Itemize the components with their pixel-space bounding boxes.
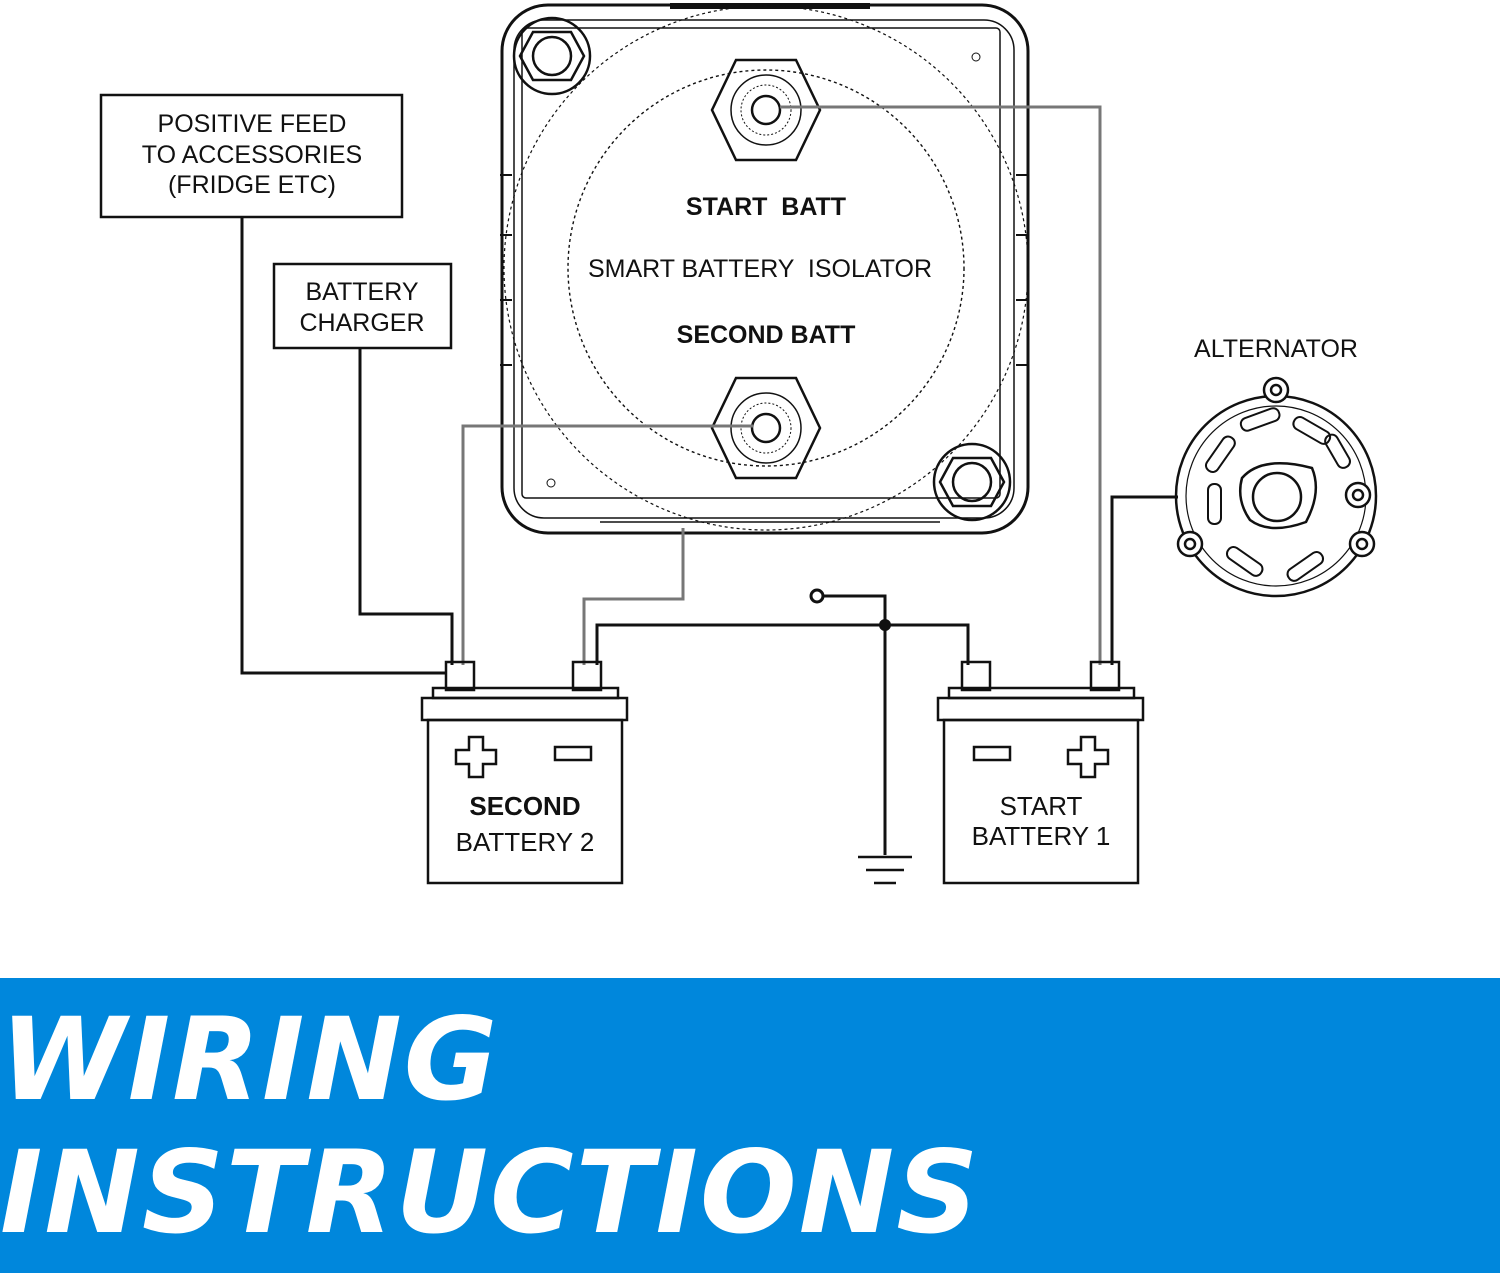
wiring-diagram: START BATT SMART BATTERY ISOLATOR SECOND… <box>99 3 1378 885</box>
isolator-corner-stud-bottom <box>932 442 1012 522</box>
plus-icon <box>1066 735 1110 779</box>
isolator-start-batt-label: START BATT <box>686 193 846 221</box>
wire-battery-charger <box>358 348 454 665</box>
wire-start-batt-to-start-battery <box>780 105 1102 665</box>
alternator-icon <box>1174 376 1378 598</box>
svg-text:START: START <box>1000 791 1083 821</box>
banner-title: WIRING INSTRUCTIONS <box>0 992 981 1259</box>
isolator-second-batt-label: SECOND BATT <box>677 321 856 349</box>
title-banner: WIRING INSTRUCTIONS <box>0 978 1500 1273</box>
wire-ground-drop <box>823 594 887 855</box>
wire-second-batt-to-second-battery <box>461 424 753 665</box>
minus-icon <box>553 745 593 762</box>
battery-charger-box: BATTERY CHARGER <box>272 262 453 350</box>
positive-feed-box: POSITIVE FEED TO ACCESSORIES (FRIDGE ETC… <box>99 93 404 219</box>
isolator-name-label: SMART BATTERY ISOLATOR <box>588 255 932 283</box>
smart-battery-isolator <box>500 3 1030 535</box>
svg-text:(FRIDGE ETC): (FRIDGE ETC) <box>168 171 336 199</box>
alternator-label: ALTERNATOR <box>1194 335 1358 363</box>
svg-text:TO ACCESSORIES: TO ACCESSORIES <box>142 141 362 169</box>
second-battery: SECOND BATTERY 2 <box>420 660 629 885</box>
start-battery: START BATTERY 1 <box>936 660 1145 885</box>
wire-isolator-ground <box>582 528 685 665</box>
svg-text:BATTERY 1: BATTERY 1 <box>972 821 1111 851</box>
isolator-corner-stud-top <box>512 16 592 96</box>
svg-text:BATTERY: BATTERY <box>306 278 419 306</box>
svg-text:CHARGER: CHARGER <box>299 309 424 337</box>
ground-icon <box>858 855 912 885</box>
wire-negative-link <box>595 623 970 665</box>
start-batt-terminal <box>710 58 822 162</box>
svg-text:SECOND: SECOND <box>469 791 580 821</box>
gray-wires <box>461 105 1102 665</box>
svg-text:BATTERY 2: BATTERY 2 <box>456 827 595 857</box>
second-batt-terminal <box>710 376 822 480</box>
wire-alternator-output <box>1110 495 1178 665</box>
plus-icon <box>454 735 498 779</box>
wire-accessories-feed <box>240 218 446 675</box>
svg-text:POSITIVE FEED: POSITIVE FEED <box>158 110 347 138</box>
dark-wires <box>240 218 1178 855</box>
minus-icon <box>972 745 1012 762</box>
